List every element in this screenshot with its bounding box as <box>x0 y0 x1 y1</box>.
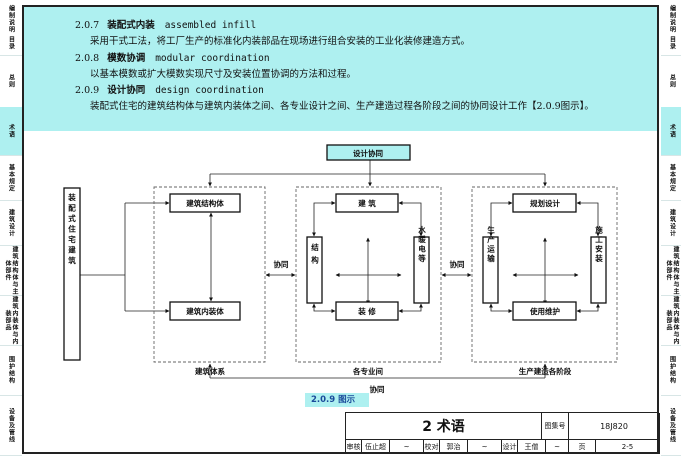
atlas-number: 18J820 <box>569 413 660 440</box>
definitions-panel <box>24 7 657 131</box>
tab-equipment[interactable]: 设备及管线 <box>0 395 22 456</box>
page-frame <box>22 5 659 454</box>
coordination-link-label: 协同 <box>274 259 289 269</box>
tab-preface[interactable]: 编制说明 目录 <box>0 0 22 56</box>
title-block: 2 术语 图集号 18J820 审核 伍止超 ~ 校对 郭治 ~ 设计 王僧 ~… <box>345 412 660 454</box>
coordination-link-label: 协同 <box>450 259 465 269</box>
infill-body-label: 建筑内装体 <box>185 306 224 316</box>
tab-envelope[interactable]: 围护结构 <box>661 345 681 396</box>
group-stages <box>471 186 618 363</box>
group-disciplines <box>295 186 442 363</box>
tab-preface[interactable]: 编制说明 目录 <box>661 0 681 56</box>
structure-label: 结构 <box>310 242 319 268</box>
sheet-title: 2 术语 <box>346 413 542 440</box>
check-label: 校对 <box>424 440 440 454</box>
design-coordination-label: 设计协同 <box>353 148 383 158</box>
tab-structure[interactable]: 建筑结构体与主体部件 <box>661 245 681 296</box>
page-number: 2-5 <box>596 440 660 454</box>
checker-signature: ~ <box>468 440 502 454</box>
structure-body-label: 建筑结构体 <box>185 198 224 208</box>
production-label: 生产运输 <box>486 225 495 264</box>
tab-arch-design[interactable]: 建筑设计 <box>0 200 22 246</box>
planning-label: 规划设计 <box>530 198 560 208</box>
checker-name: 郭治 <box>440 440 468 454</box>
group3-label: 生产建造各阶段 <box>519 366 572 376</box>
review-label: 审核 <box>346 440 362 454</box>
term-definition: 装配式住宅的建筑结构体与建筑内装体之间、各专业设计之间、生产建造过程各阶段之间的… <box>90 101 594 112</box>
atlas-label: 图集号 <box>542 413 569 440</box>
reviewer-name: 伍止超 <box>362 440 390 454</box>
left-sidebar: 编制说明 目录 总则 术语 基本规定 建筑设计 建筑结构体与主体部件 建筑内装体… <box>0 0 22 458</box>
architecture-label: 建 筑 <box>357 198 376 208</box>
maintenance-label: 使用维护 <box>529 306 560 316</box>
construction-label: 施工安装 <box>594 225 603 264</box>
tab-infill[interactable]: 建筑内装体与内装部品 <box>0 295 22 346</box>
group-building-system <box>153 186 266 363</box>
designer-name: 王僧 <box>518 440 546 454</box>
tab-structure[interactable]: 建筑结构体与主体部件 <box>0 245 22 296</box>
tab-terms[interactable]: 术语 <box>0 107 22 156</box>
root-label: 装配式住宅建筑 <box>67 192 76 267</box>
tab-envelope[interactable]: 围护结构 <box>0 345 22 396</box>
tab-terms[interactable]: 术语 <box>661 107 681 156</box>
tab-basic[interactable]: 基本规定 <box>0 155 22 201</box>
design-coordination-box <box>326 144 411 161</box>
coordination-link-label: 协同 <box>370 384 385 394</box>
right-sidebar: 编制说明 目录 总则 术语 基本规定 建筑设计 建筑结构体与主体部件 建筑内装体… <box>661 0 681 458</box>
designer-signature: ~ <box>546 440 569 454</box>
tab-arch-design[interactable]: 建筑设计 <box>661 200 681 246</box>
term-definition: 采用干式工法，将工厂生产的标准化内装部品在现场进行组合安装的工业化装修建造方式。 <box>90 36 471 47</box>
group2-label: 各专业间 <box>352 366 383 376</box>
page-label: 页 <box>569 440 596 454</box>
design-label: 设计 <box>502 440 518 454</box>
mep-label: 水暖电等 <box>417 225 426 264</box>
tab-infill[interactable]: 建筑内装体与内装部品 <box>661 295 681 346</box>
group1-label: 建筑体系 <box>194 366 225 376</box>
decoration-label: 装 修 <box>357 306 376 316</box>
tab-basic[interactable]: 基本规定 <box>661 155 681 201</box>
figure-caption: 2.0.9 图示 <box>305 393 369 407</box>
tab-equipment[interactable]: 设备及管线 <box>661 395 681 456</box>
reviewer-signature: ~ <box>390 440 424 454</box>
term-definition: 以基本模数或扩大模数实现尺寸及安装位置协调的方法和过程。 <box>90 69 357 80</box>
root-box <box>63 187 81 361</box>
